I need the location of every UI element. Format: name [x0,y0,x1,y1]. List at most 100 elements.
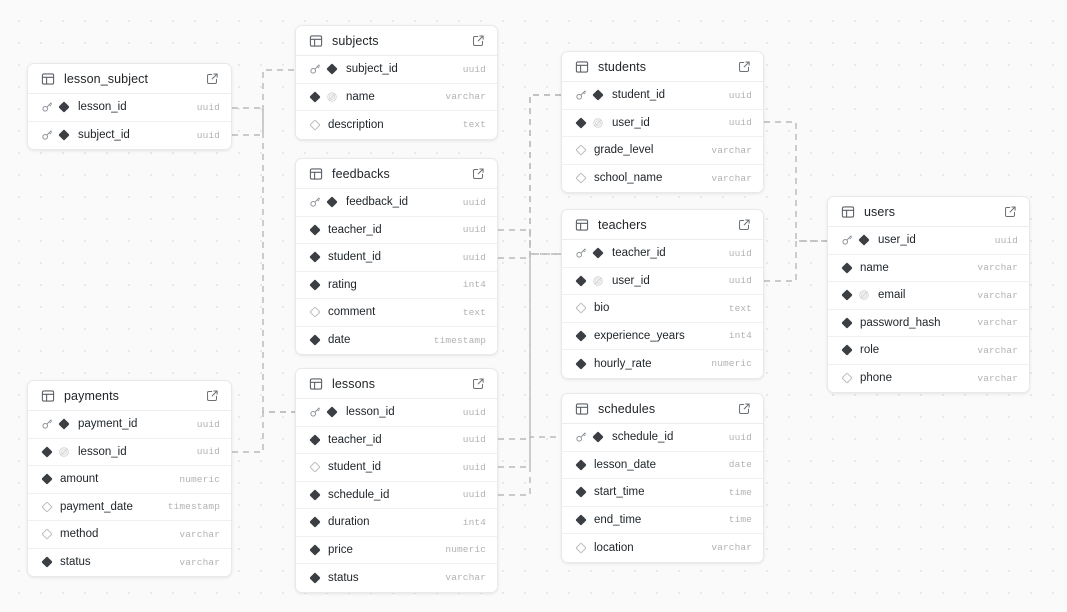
table-node-header[interactable]: feedbacks [296,159,497,189]
key-icon [308,196,321,209]
field-name: school_name [594,172,663,185]
external-link-icon[interactable] [471,33,486,48]
field-type: uuid [462,251,486,263]
filled-diamond-icon [840,344,853,357]
table-grid-icon [40,388,55,403]
table-grid-icon [574,217,589,232]
filled-diamond-icon [857,234,870,247]
field-icons [574,165,594,193]
field-icons [40,494,60,521]
field-name: phone [860,372,892,385]
field-icons [40,122,78,150]
external-link-icon[interactable] [205,388,220,403]
table-node-header[interactable]: subjects [296,26,497,56]
filled-diamond-icon [308,334,321,347]
table-node-header[interactable]: teachers [562,210,763,240]
external-link-icon[interactable] [737,59,752,74]
field-type: varchar [977,262,1018,274]
external-link-icon[interactable] [1003,204,1018,219]
field-type: varchar [977,317,1018,329]
table-node-header[interactable]: students [562,52,763,82]
key-icon [308,406,321,419]
external-link-icon[interactable] [205,71,220,86]
table-grid-icon [574,59,589,74]
field-type: uuid [462,406,486,418]
table-node-header[interactable]: lesson_subject [28,64,231,94]
table-node-header[interactable]: users [828,197,1029,227]
filled-diamond-icon [308,251,321,264]
external-link-icon[interactable] [737,401,752,416]
field-type: uuid [196,101,220,113]
field-type: uuid [462,196,486,208]
table-name: lessons [332,376,376,391]
table-node-header[interactable]: schedules [562,394,763,424]
table-node-header[interactable]: payments [28,381,231,411]
field-type: text [728,302,752,314]
field-icons [574,350,594,378]
external-link-icon[interactable] [471,166,486,181]
table-node-header[interactable]: lessons [296,369,497,399]
field-type: varchar [179,528,220,540]
external-link-icon[interactable] [471,376,486,391]
external-link-icon[interactable] [737,217,752,232]
field-type: varchar [445,91,486,103]
